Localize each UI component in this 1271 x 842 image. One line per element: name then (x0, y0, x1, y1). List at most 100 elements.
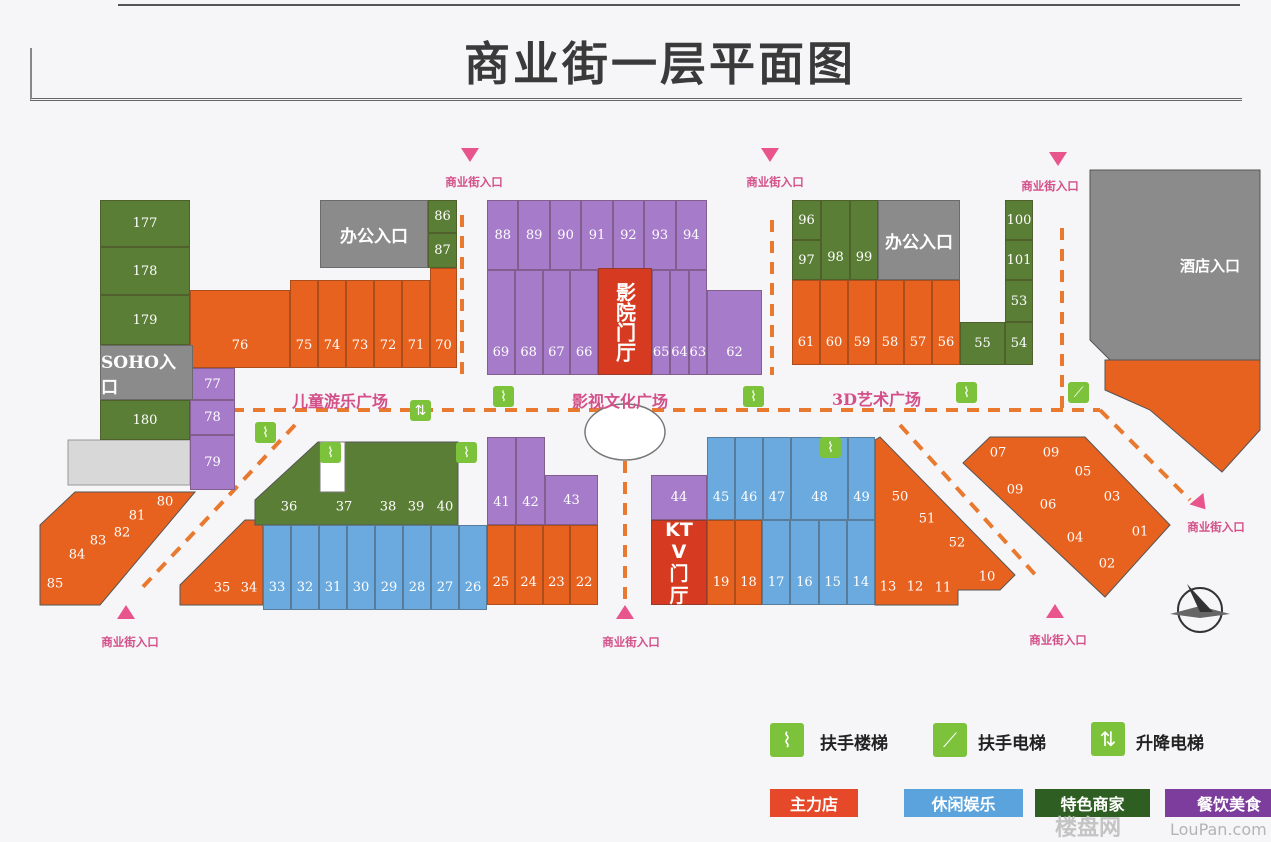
shop-unit-72[interactable]: 72 (374, 280, 402, 368)
shop-unit-33[interactable]: 33 (263, 525, 291, 610)
shop-unit-45[interactable]: 45 (707, 437, 735, 520)
shop-unit-65[interactable]: 65 (652, 270, 671, 375)
shop-unit-19[interactable]: 19 (707, 520, 735, 605)
shop-unit-100[interactable]: 100 (1005, 200, 1033, 240)
shop-unit-30[interactable]: 30 (347, 525, 375, 610)
shop-unit-26[interactable]: 26 (459, 525, 487, 610)
shop-unit-35[interactable]: 35 (213, 580, 231, 596)
shop-unit-13[interactable]: 13 (879, 579, 897, 595)
shop-unit-18[interactable]: 18 (735, 520, 762, 605)
shop-unit-25[interactable]: 25 (487, 525, 515, 605)
shop-unit-61[interactable]: 61 (792, 280, 820, 365)
shop-unit-52[interactable]: 52 (948, 535, 966, 551)
shop-unit-29[interactable]: 29 (375, 525, 403, 610)
shop-unit-16[interactable]: 16 (790, 520, 819, 605)
shop-unit-62[interactable]: 62 (707, 290, 762, 375)
shop-unit-179[interactable]: 179 (100, 295, 190, 345)
shop-unit-09[interactable]: 09 (1006, 482, 1024, 498)
shop-unit-67[interactable]: 67 (542, 270, 571, 375)
shop-unit-11[interactable]: 11 (934, 580, 952, 596)
shop-unit-34[interactable]: 34 (240, 580, 258, 596)
shop-unit-60[interactable]: 60 (820, 280, 848, 365)
shop-unit-42[interactable]: 42 (516, 437, 545, 525)
office-entrance-west[interactable]: 办公入口 (320, 200, 428, 268)
shop-unit-83[interactable]: 83 (89, 533, 107, 549)
shop-unit-14[interactable]: 14 (846, 520, 875, 605)
shop-unit-12[interactable]: 12 (906, 579, 924, 595)
shop-unit-78[interactable]: 78 (190, 400, 235, 435)
shop-unit-177[interactable]: 177 (100, 200, 190, 247)
shop-unit-97[interactable]: 97 (792, 240, 821, 280)
shop-unit-96[interactable]: 96 (792, 200, 821, 240)
shop-unit-93[interactable]: 93 (644, 200, 676, 270)
shop-unit-01[interactable]: 01 (1131, 524, 1149, 540)
shop-unit-80[interactable]: 80 (156, 494, 174, 510)
shop-unit-07[interactable]: 07 (989, 445, 1007, 461)
shop-unit-09[interactable]: 09 (1042, 445, 1060, 461)
shop-unit-04[interactable]: 04 (1066, 530, 1084, 546)
shop-unit-180[interactable]: 180 (100, 400, 190, 440)
shop-unit-70[interactable]: 70 (430, 268, 457, 368)
shop-unit-41[interactable]: 41 (487, 437, 516, 525)
shop-unit-53[interactable]: 53 (1005, 280, 1033, 322)
shop-unit-55[interactable]: 55 (960, 322, 1005, 365)
shop-unit-63[interactable]: 63 (688, 270, 707, 375)
shop-unit-87[interactable]: 87 (428, 233, 457, 268)
shop-unit-59[interactable]: 59 (848, 280, 876, 365)
shop-unit-98[interactable]: 98 (821, 200, 850, 280)
shop-unit-43[interactable]: 43 (545, 475, 598, 525)
shop-unit-27[interactable]: 27 (431, 525, 459, 610)
shop-unit-40[interactable]: 40 (436, 499, 454, 515)
shop-unit-101[interactable]: 101 (1005, 240, 1033, 280)
shop-unit-02[interactable]: 02 (1098, 556, 1116, 572)
shop-unit-75[interactable]: 75 (290, 280, 318, 368)
shop-unit-23[interactable]: 23 (542, 525, 571, 605)
shop-unit-36[interactable]: 36 (280, 499, 298, 515)
shop-unit-03[interactable]: 03 (1103, 489, 1121, 505)
shop-unit-50[interactable]: 50 (891, 489, 909, 505)
shop-unit-76[interactable]: 76 (190, 290, 290, 368)
shop-unit-10[interactable]: 10 (978, 569, 996, 585)
shop-unit-54[interactable]: 54 (1005, 322, 1033, 365)
shop-unit-84[interactable]: 84 (68, 547, 86, 563)
shop-unit-86[interactable]: 86 (428, 200, 457, 233)
shop-unit-71[interactable]: 71 (402, 280, 430, 368)
shop-unit-85[interactable]: 85 (46, 576, 64, 592)
shop-unit-64[interactable]: 64 (670, 270, 689, 375)
shop-unit-28[interactable]: 28 (403, 525, 431, 610)
shop-unit-178[interactable]: 178 (100, 247, 190, 295)
shop-unit-88[interactable]: 88 (487, 200, 519, 270)
ktv-lobby[interactable]: KTV门厅 (651, 519, 707, 607)
shop-unit-99[interactable]: 99 (850, 200, 878, 280)
shop-unit-90[interactable]: 90 (549, 200, 582, 270)
hotel-entrance-label[interactable]: 酒店入口 (1180, 257, 1241, 275)
shop-unit-69[interactable]: 69 (487, 270, 515, 375)
shop-unit-58[interactable]: 58 (876, 280, 904, 365)
cinema-lobby[interactable]: 影院门厅 (598, 268, 652, 375)
shop-unit-22[interactable]: 22 (570, 525, 598, 605)
shop-unit-81[interactable]: 81 (128, 508, 146, 524)
shop-unit-49[interactable]: 49 (848, 437, 875, 520)
shop-unit-47[interactable]: 47 (763, 437, 791, 520)
shop-unit-32[interactable]: 32 (291, 525, 319, 610)
shop-unit-77[interactable]: 77 (190, 368, 235, 400)
shop-unit-74[interactable]: 74 (318, 280, 346, 368)
shop-unit-15[interactable]: 15 (818, 520, 847, 605)
shop-unit-38[interactable]: 38 (379, 499, 397, 515)
shop-unit-82[interactable]: 82 (113, 525, 131, 541)
office-entrance-east[interactable]: 办公入口 (878, 200, 960, 280)
shop-unit-94[interactable]: 94 (675, 200, 707, 270)
shop-unit-73[interactable]: 73 (346, 280, 374, 368)
shop-unit-57[interactable]: 57 (904, 280, 932, 365)
shop-unit-06[interactable]: 06 (1039, 497, 1057, 513)
shop-unit-46[interactable]: 46 (735, 437, 763, 520)
shop-unit-37[interactable]: 37 (335, 499, 353, 515)
shop-unit-31[interactable]: 31 (319, 525, 347, 610)
shop-unit-39[interactable]: 39 (407, 499, 425, 515)
soho-entrance[interactable]: SOHO入口 (100, 345, 193, 400)
shop-unit-56[interactable]: 56 (932, 280, 960, 365)
shop-unit-92[interactable]: 92 (612, 200, 645, 270)
shop-unit-51[interactable]: 51 (918, 511, 936, 527)
shop-unit-05[interactable]: 05 (1074, 464, 1092, 480)
shop-unit-17[interactable]: 17 (762, 520, 791, 605)
